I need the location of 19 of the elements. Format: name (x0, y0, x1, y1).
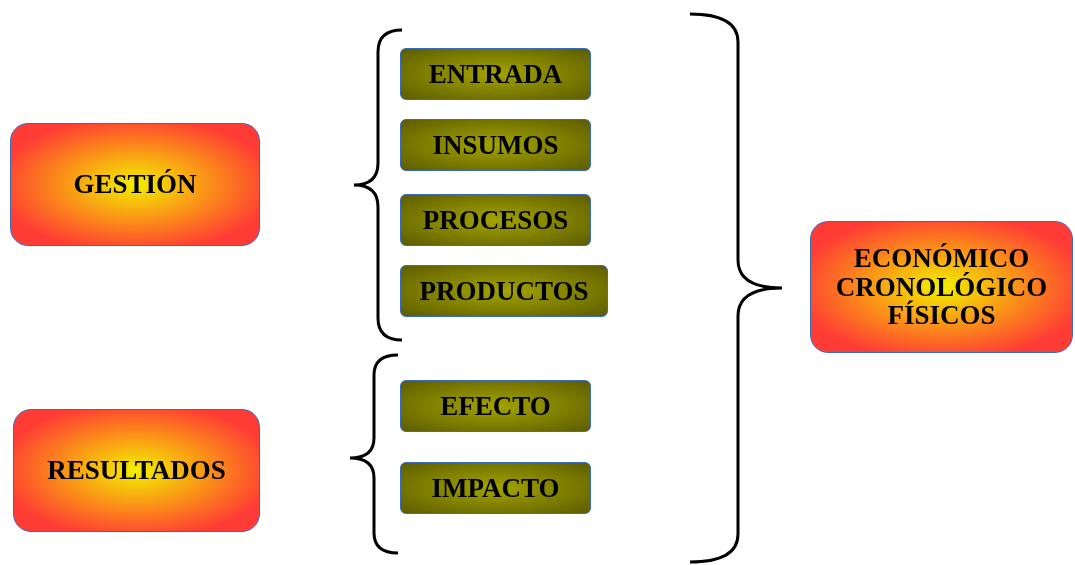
node-label: ENTRADA (428, 59, 563, 89)
node-label: FÍSICOS (887, 301, 996, 330)
item-box (400, 380, 591, 432)
item-box (400, 48, 591, 100)
category-box (10, 123, 260, 246)
node-label: PROCESOS (422, 205, 569, 235)
category-box (13, 409, 260, 532)
node-label: RESULTADOS (47, 456, 226, 485)
node-label: EFECTO (440, 391, 551, 421)
item-box (400, 119, 591, 171)
node-label: ECONÓMICO (853, 244, 1030, 273)
item-box (400, 265, 608, 317)
item-box (400, 194, 591, 246)
node-label: GESTIÓN (73, 170, 197, 199)
node-label: IMPACTO (431, 473, 560, 503)
item-box (400, 462, 591, 514)
node-label: PRODUCTOS (419, 276, 589, 306)
category-box (810, 221, 1073, 353)
node-label: INSUMOS (432, 130, 559, 160)
